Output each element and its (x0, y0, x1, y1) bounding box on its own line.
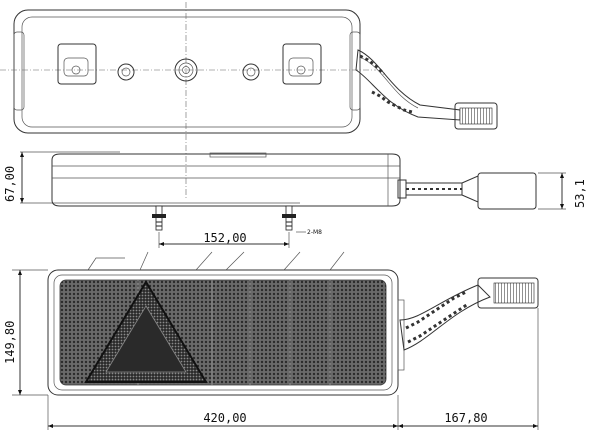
svg-text:167,80: 167,80 (444, 411, 487, 425)
connector-left (57, 43, 97, 85)
bolt-center (174, 58, 198, 82)
side-bolt-right (282, 205, 296, 231)
svg-text:152,00: 152,00 (203, 231, 246, 245)
svg-text:53,1: 53,1 (573, 179, 587, 208)
dim-cable-length: 167,80 (398, 308, 539, 430)
connector-right (282, 43, 322, 85)
svg-text:67,00: 67,00 (3, 166, 17, 202)
side-bolt-left (152, 205, 166, 231)
thread-label: 2-M8 (307, 229, 322, 236)
svg-text:420,00: 420,00 (203, 411, 246, 425)
cable-side (397, 172, 537, 210)
top-view (0, 2, 498, 200)
side-view: 2-M8 (20, 151, 537, 236)
dim-height-side: 67,00 (3, 152, 24, 203)
dim-bolt-spacing: 152,00 (158, 231, 290, 248)
dim-width-total: 420,00 (47, 395, 399, 430)
bolt-left (117, 63, 135, 81)
svg-text:149,80: 149,80 (3, 321, 17, 364)
front-view (47, 251, 539, 396)
cable-front (399, 277, 539, 351)
bolt-right (242, 63, 260, 81)
dim-cable-height: 53,1 (538, 172, 587, 210)
cable-top (355, 49, 498, 130)
dim-height-front: 149,80 (3, 269, 48, 396)
